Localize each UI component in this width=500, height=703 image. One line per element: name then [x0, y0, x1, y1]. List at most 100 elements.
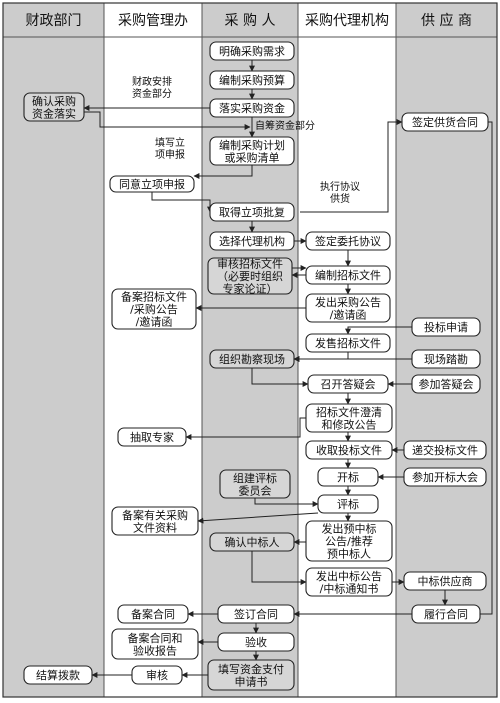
flow-step-text: 现场踏勘 [424, 352, 468, 366]
flow-step-n16: 发售招标文件 [305, 333, 391, 353]
lane-title-supplier: 供 应 商 [421, 12, 472, 29]
flow-step-text: 召开答疑会 [321, 377, 376, 391]
flow-step-box [109, 175, 195, 193]
flow-step-box [403, 467, 487, 487]
flow-step-text: /采购公告 [130, 302, 178, 316]
flow-step-text: 公告/推荐 [325, 534, 373, 548]
flow-step-box [317, 494, 379, 514]
flow-step-text: 文件资料 [133, 520, 177, 534]
connector-label-text: 执行协议 [320, 180, 360, 193]
connector [185, 417, 306, 440]
connector [300, 119, 403, 213]
connector-label-text: 供货 [330, 192, 350, 205]
flow-step-n19: 召开答疑会 [307, 374, 389, 394]
flow-step-n14: 发出采购公告/邀请函 [305, 293, 391, 323]
flow-step-box [117, 604, 189, 624]
connector-label-text: 填写立 [155, 136, 185, 149]
flow-step-text: 发出中标公告 [316, 569, 382, 583]
flow-step-n17: 组织勘察现场 [209, 349, 295, 369]
flow-step-box [411, 349, 481, 369]
connector [197, 512, 319, 524]
flow-step-box [411, 317, 481, 337]
flow-step-n15: 投标申请 [411, 317, 481, 337]
flow-step-text: 抽取专家 [130, 430, 174, 444]
flow-step-text: 备案招标文件 [121, 290, 187, 304]
flow-step-text: 投标申请 [424, 320, 468, 334]
flow-step-box [209, 532, 295, 552]
flow-step-n30: 确认中标人 [209, 532, 295, 552]
lane-title-agency: 采购代理机构 [305, 13, 389, 29]
flow-step-box [23, 665, 93, 685]
flow-step-text: 审核 [146, 668, 168, 682]
connector-label-text: 自筹资金部分 [255, 119, 315, 132]
flow-step-text: 开标 [337, 470, 359, 484]
flow-step-text: 备案有关采购 [122, 508, 188, 522]
flow-step-n20: 参加答疑会 [411, 374, 481, 394]
flow-step-n28: 评标 [317, 494, 379, 514]
flow-step-text: 组织勘察现场 [219, 352, 285, 366]
flow-step-box [217, 632, 295, 652]
flow-step-text: 选择代理机构 [219, 234, 285, 248]
flow-step-text: 验收 [245, 635, 267, 649]
flow-step-box [23, 92, 85, 122]
flow-step-n36: 履行合同 [411, 604, 481, 624]
connector-label-text: 财政安排 [132, 75, 172, 88]
connector [151, 192, 213, 213]
flow-step-text: 落实采购资金 [219, 101, 285, 115]
flow-step-box [111, 506, 199, 536]
flow-step-n34: 备案合同 [117, 604, 189, 624]
flow-step-box [111, 628, 199, 660]
lane-title-purchaser: 采 购 人 [225, 13, 276, 29]
connector-label-text: 项申报 [155, 148, 185, 161]
flow-step-text: 评标 [337, 497, 359, 511]
flow-step-n13: 备案招标文件/采购公告/邀请函 [111, 288, 197, 330]
lane-mgmt [103, 2, 203, 698]
connector [251, 551, 307, 585]
flow-step-text: 备案合同 [131, 607, 175, 621]
flow-step-text: 递交投标文件 [412, 443, 478, 457]
flow-step-box [117, 427, 187, 447]
flow-step-text: 结算拨款 [36, 668, 80, 682]
flow-step-n35: 签订合同 [217, 604, 295, 624]
flow-step-n23: 收取投标文件 [305, 440, 393, 460]
connector-label-text: 资金部分 [132, 87, 172, 100]
flow-step-text: 取得立项批复 [219, 205, 285, 219]
flow-step-box [305, 567, 393, 597]
flow-step-text: 预中标人 [327, 547, 371, 561]
flow-step-box [305, 293, 391, 323]
flow-step-text: 履行合同 [424, 607, 468, 621]
flow-step-box [111, 288, 197, 330]
flow-step-n33: 中标供应商 [403, 571, 487, 591]
flow-step-text: /中标通知书 [320, 581, 379, 595]
flow-step-n24: 递交投标文件 [403, 440, 487, 460]
flow-step-n10: 签定委托协议 [305, 231, 391, 251]
connector [345, 326, 412, 335]
connector [480, 121, 493, 615]
flow-step-text: 审核招标文件 [217, 257, 283, 271]
flow-step-n18: 现场踏勘 [411, 349, 481, 369]
flow-step-text: 发售招标文件 [315, 336, 381, 350]
flow-step-n02: 编制采购预算 [209, 70, 295, 90]
flow-step-box [209, 98, 295, 118]
flow-step-box [207, 257, 293, 295]
flow-step-text: 编制采购计划 [219, 138, 285, 152]
flow-step-box [411, 374, 481, 394]
lane-title-finance: 财政部门 [26, 13, 82, 29]
flow-step-n27: 参加开标大会 [403, 467, 487, 487]
flow-step-box [209, 70, 295, 90]
flow-step-box [403, 440, 487, 460]
flow-step-box [209, 231, 295, 251]
flow-step-text: /邀请函 [136, 315, 173, 329]
flow-step-text: 签订合同 [234, 607, 278, 621]
flow-step-text: 明确采购需求 [219, 44, 285, 58]
flow-step-text: 验收报告 [133, 643, 177, 657]
